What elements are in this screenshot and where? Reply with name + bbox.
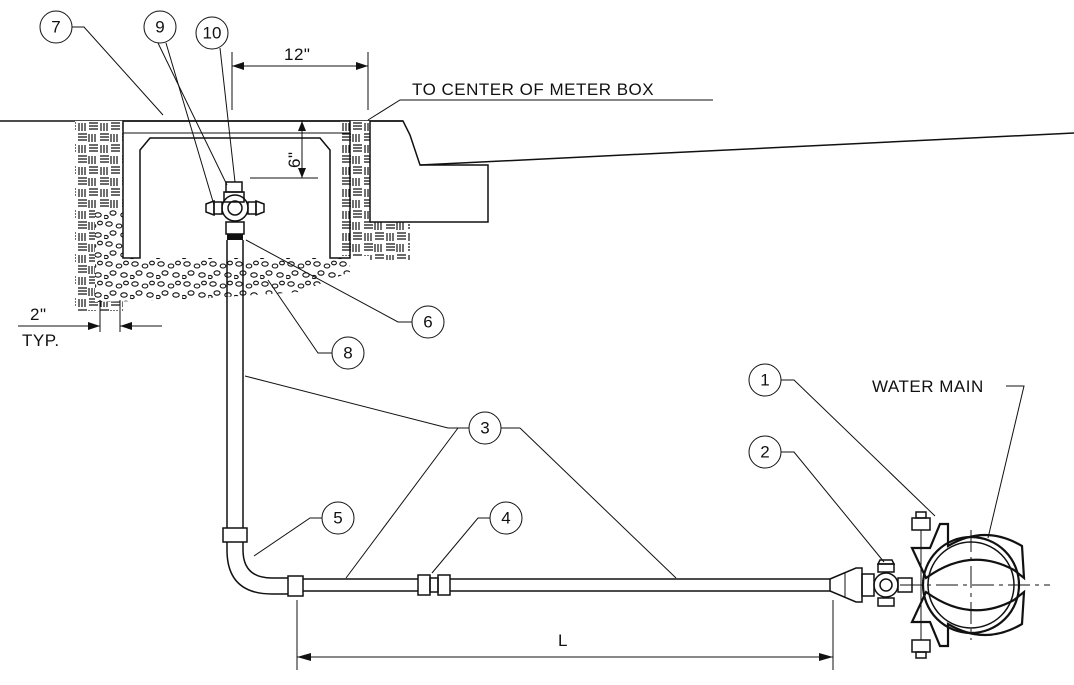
meter-setter xyxy=(205,181,265,240)
dim-12-arrow-right xyxy=(356,62,368,70)
svg-text:8: 8 xyxy=(343,344,352,363)
dim-L-label: L xyxy=(558,631,568,650)
callout-3: 3 xyxy=(244,375,677,579)
soil-right-zone xyxy=(340,121,370,256)
road-surface-line xyxy=(419,132,1074,166)
svg-text:10: 10 xyxy=(203,24,222,43)
gravel-bed xyxy=(95,210,350,302)
soil-right-lower xyxy=(370,222,410,260)
callout-4: 4 xyxy=(431,501,523,574)
concrete-curb xyxy=(369,120,489,223)
dim-2-arrow-left xyxy=(88,322,100,330)
compression-adapter xyxy=(829,567,863,603)
callout-10: 10 xyxy=(195,16,236,183)
dim-12-arrow-left xyxy=(232,62,244,70)
callout-9: 9 xyxy=(143,10,228,206)
callout-1: 1 xyxy=(748,363,936,517)
dim-6-label: 6" xyxy=(285,152,304,169)
meter-box-center-leader xyxy=(367,99,713,121)
water-main-label: WATER MAIN xyxy=(872,377,984,396)
svg-text:4: 4 xyxy=(501,509,510,528)
dim-L-arrow-left xyxy=(297,653,311,661)
callout-7: 7 xyxy=(39,10,164,116)
dim-6-arrow-bottom xyxy=(298,168,306,178)
pipe-bend-inner xyxy=(242,542,288,579)
dim-2-label: 2" xyxy=(30,305,47,324)
to-center-label: TO CENTER OF METER BOX xyxy=(412,80,654,99)
typ-label: TYP. xyxy=(22,331,60,350)
svg-text:6: 6 xyxy=(423,313,432,332)
svg-text:7: 7 xyxy=(51,18,60,37)
pipe-bend-outer xyxy=(226,542,288,595)
dim-L-arrow-right xyxy=(819,653,833,661)
callout-8: 8 xyxy=(267,279,365,370)
svg-text:9: 9 xyxy=(155,18,164,37)
dim-6-arrow-top xyxy=(298,121,306,131)
svg-text:5: 5 xyxy=(333,509,342,528)
dim-2-arrow-right xyxy=(120,322,132,330)
bend-coupling-top xyxy=(222,527,248,543)
svg-text:1: 1 xyxy=(760,371,769,390)
callout-6: 6 xyxy=(245,239,445,339)
meter-box-inner xyxy=(139,137,331,258)
bend-coupling-bottom xyxy=(287,575,304,597)
corporation-stop xyxy=(861,559,913,607)
dim-12-label: 12" xyxy=(284,45,310,64)
callout-5: 5 xyxy=(253,501,355,557)
callout-2: 2 xyxy=(748,435,885,563)
svg-text:2: 2 xyxy=(760,443,769,462)
svg-text:3: 3 xyxy=(480,419,489,438)
water-main-leader xyxy=(987,385,1025,539)
union-coupling xyxy=(417,574,451,596)
